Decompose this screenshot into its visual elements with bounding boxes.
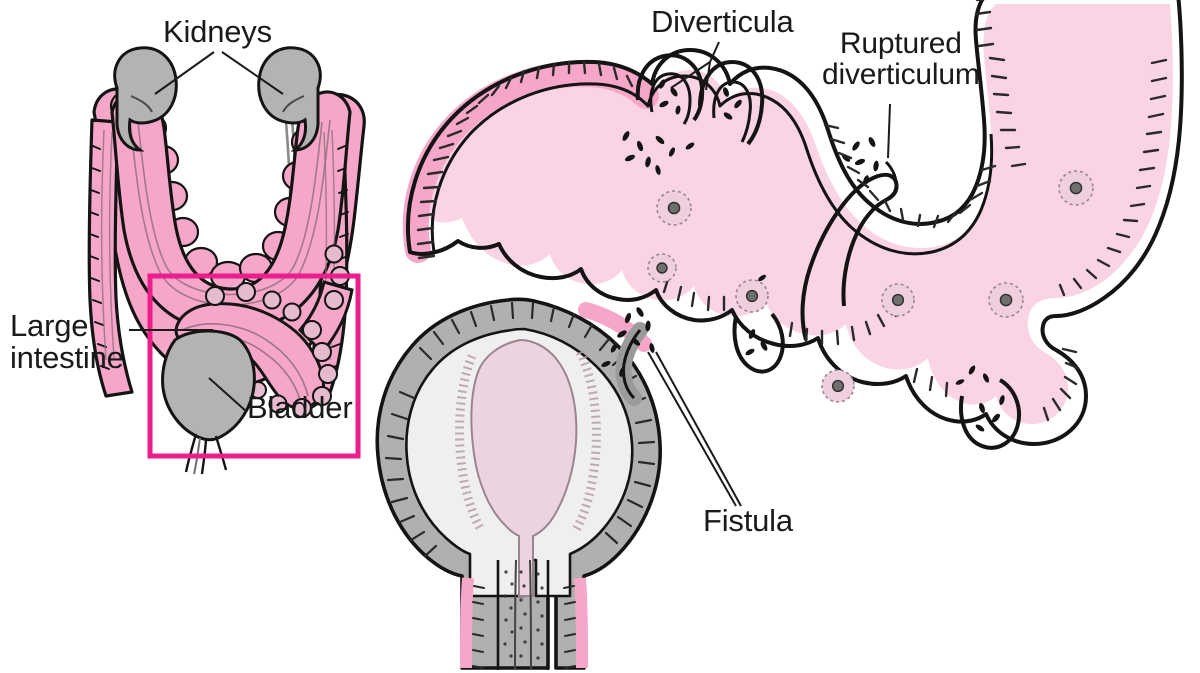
rosette-cell <box>1058 170 1094 206</box>
rosette-cell <box>735 279 769 313</box>
leader-lines-detail <box>647 41 891 507</box>
colon-inner-outline <box>430 74 994 256</box>
rosette-cell <box>881 283 915 317</box>
label-kidneys: Kidneys <box>163 14 272 49</box>
bladder-rugae-right <box>572 349 601 533</box>
diverticulum-pouch-lower-right-1 <box>732 312 785 374</box>
label-large-intestine: Large intestine <box>10 308 124 376</box>
urethra <box>460 559 588 671</box>
bacteria-in-fistula <box>601 307 655 377</box>
kidneys-overview <box>113 46 322 152</box>
label-bladder: Bladder <box>247 390 353 425</box>
diverticulum-pouch-lower-right-2 <box>959 378 1021 450</box>
mucosa-ticks-upper-right <box>823 0 997 229</box>
colon-wall-band <box>402 60 659 263</box>
colon-lumen-fill <box>420 4 1173 424</box>
diverticula-beads-overview <box>205 244 350 418</box>
bladder-overview <box>161 329 256 475</box>
label-fistula: Fistula <box>703 503 793 538</box>
overview-panel <box>87 46 366 475</box>
detail-region-box <box>147 273 361 459</box>
rosette-cell <box>821 369 855 403</box>
bladder-detail <box>375 297 662 671</box>
mucosa-ticks-upper-left <box>416 60 634 260</box>
label-diverticula: Diverticula <box>651 4 794 39</box>
colon-outer-outline <box>405 0 1184 446</box>
bladder-rugae-left <box>455 354 484 531</box>
bacteria-in-diverticulum-2 <box>723 87 742 120</box>
bladder-inner-mucosa <box>470 338 578 597</box>
label-ruptured-diverticulum: Ruptured diverticulum <box>822 27 980 92</box>
rosette-cell <box>656 190 692 226</box>
bacteria-in-diverticulum-1 <box>658 79 681 115</box>
ruptured-diverticulum <box>800 137 899 341</box>
bacteria-spill-upper <box>622 131 695 175</box>
leader-lines-overview <box>129 51 284 413</box>
mucosa-ticks-right <box>988 56 1168 297</box>
rosette-cell <box>647 253 677 283</box>
fistula-tract <box>601 307 655 406</box>
lumen-rosette-cells <box>647 170 1094 403</box>
bacteria-spill-rupture <box>841 137 879 185</box>
detail-panel <box>375 0 1184 671</box>
rosette-cell <box>988 282 1024 318</box>
